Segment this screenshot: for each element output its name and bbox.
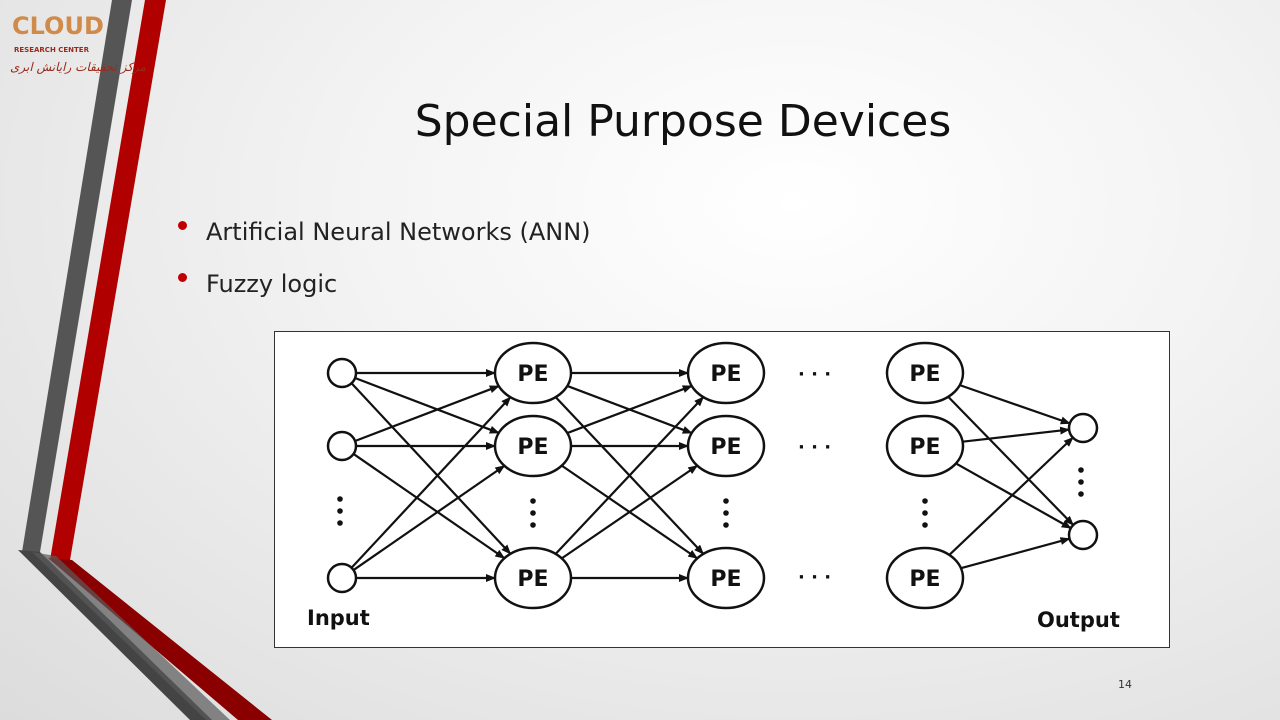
ellipsis-dot: [530, 498, 536, 504]
connection-arrow: [350, 396, 512, 569]
connection-arrow: [962, 426, 1071, 443]
connection-arrow: [354, 376, 500, 434]
ellipsis-dot: [337, 520, 343, 526]
ellipsis-dot: [922, 498, 928, 504]
pe-node: [686, 414, 766, 478]
connection-arrows: [350, 369, 1075, 582]
connection-arrow: [955, 462, 1072, 530]
horizontal-ellipsis: · · ·: [798, 364, 831, 385]
connection-arrow: [352, 453, 506, 560]
pe-node-label: PE: [710, 435, 741, 460]
output-node: [1067, 412, 1099, 444]
network-svg: PE PE PE PE PE PE PE PE PE Input Output · · · · …: [307, 341, 1120, 632]
cloud-research-center-logo: CLOUD RESEARCH CENTER مرکز تحقیقات رایان…: [8, 8, 146, 80]
ellipsis-dot: [922, 510, 928, 516]
pe-node: [686, 341, 766, 405]
output-label: Output: [1037, 608, 1120, 632]
page-number: 14: [1118, 678, 1132, 691]
pe-node: [493, 414, 573, 478]
input-node: [326, 430, 358, 462]
connection-arrow: [352, 464, 506, 571]
connection-arrow: [948, 436, 1074, 556]
connection-arrow: [960, 537, 1071, 570]
pe-node-label: PE: [710, 362, 741, 387]
bullet-dot-icon: [178, 273, 187, 282]
pe-node-label: PE: [909, 567, 940, 592]
ellipsis-dot: [337, 496, 343, 502]
pe-node-label: PE: [710, 567, 741, 592]
pe-node: [686, 546, 766, 610]
logo-persian-text: مرکز تحقیقات رایانش ابری: [10, 60, 147, 74]
pe-node: [885, 546, 965, 610]
connection-arrow: [354, 385, 500, 443]
ellipsis-dot: [1078, 491, 1084, 497]
connection-arrow: [566, 384, 693, 435]
input-node: [326, 357, 358, 389]
pe-node-label: PE: [909, 435, 940, 460]
ellipsis-dot: [723, 498, 729, 504]
ellipsis-dot: [723, 522, 729, 528]
ellipsis-dot: [530, 522, 536, 528]
connection-arrow: [554, 396, 705, 555]
neural-network-diagram: PE PE PE PE PE PE PE PE PE Input Output · · · · …: [274, 331, 1170, 648]
ellipsis-dot: [530, 510, 536, 516]
pe-node: [493, 546, 573, 610]
bullet-text: Artificial Neural Networks (ANN): [206, 218, 591, 246]
connection-arrow: [350, 382, 512, 555]
bullet-text: Fuzzy logic: [206, 270, 338, 298]
input-label: Input: [307, 606, 370, 630]
slide-title: Special Purpose Devices: [414, 96, 952, 147]
ellipsis-dot: [723, 510, 729, 516]
input-node: [326, 562, 358, 594]
horizontal-ellipsis: · · ·: [798, 437, 831, 458]
pe-node-label: PE: [517, 435, 548, 460]
output-node: [1067, 519, 1099, 551]
connection-arrow: [947, 396, 1075, 526]
connection-arrow: [959, 384, 1071, 425]
pe-node: [493, 341, 573, 405]
vertical-ellipses: [337, 467, 1084, 528]
bullet-dot-icon: [178, 221, 187, 230]
logo-wordmark: CLOUD: [12, 12, 104, 40]
ellipsis-dot: [922, 522, 928, 528]
pe-node: [885, 414, 965, 478]
horizontal-ellipsis: · · ·: [798, 567, 831, 588]
connection-arrow: [561, 464, 699, 560]
ellipsis-dot: [337, 508, 343, 514]
ellipsis-dot: [1078, 479, 1084, 485]
pe-node: [885, 341, 965, 405]
logo-subtitle: RESEARCH CENTER: [14, 46, 89, 54]
pe-node-label: PE: [909, 362, 940, 387]
network-nodes: PE PE PE PE PE PE PE PE PE: [326, 341, 1099, 610]
pe-node-label: PE: [517, 362, 548, 387]
pe-node-label: PE: [517, 567, 548, 592]
ellipsis-dot: [1078, 467, 1084, 473]
